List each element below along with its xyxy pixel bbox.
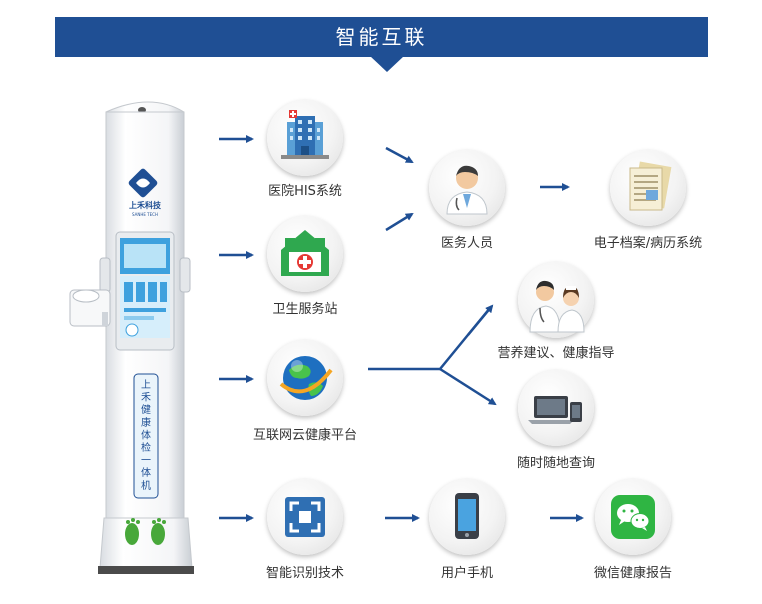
label-query: 随时随地查询 [516,456,595,471]
node-mobile [429,479,505,555]
node-cloud [267,340,343,416]
label-cloud: 互联网云健康平台 [252,428,357,443]
node-wechat [595,479,671,555]
doctor-icon [446,165,488,215]
machine-vertical-char: 体 [141,467,151,479]
machine-vertical-char: 禾 [141,392,151,404]
label-wechat: 微信健康报告 [593,566,672,581]
machine-vertical-char: 体 [141,429,151,441]
label-mobile: 用户手机 [440,566,493,581]
label-health-station: 卫生服务站 [272,302,338,317]
banner-notch [370,56,404,72]
footprint-icon [125,518,166,545]
smartphone-icon [455,493,479,539]
label-his: 医院HIS系统 [268,184,342,199]
banner-title: 智能互联 [335,25,428,49]
machine-vertical-char: 一 [141,456,151,467]
cloud-branch-line [368,307,491,371]
node-medical-staff [429,150,505,226]
machine-vertical-char: 上 [141,379,151,391]
machine-vertical-char: 检 [141,441,151,454]
arrow-his-to-staff [385,146,414,164]
label-nutrition: 营养建议、健康指导 [497,346,615,361]
label-medical-staff: 医务人员 [440,236,493,251]
hospital-building-icon [281,110,329,159]
brand-subtitle: SANHE TECH [132,212,158,217]
node-nutrition [518,262,594,338]
machine-vertical-char: 健 [141,404,151,416]
arrow-cloud-to-nutrition [467,304,494,336]
label-recognition: 智能识别技术 [265,566,344,581]
globe-icon [279,356,333,400]
documents-icon [629,161,672,211]
brand-name: 上禾科技 [129,200,162,210]
machine-vertical-char: 康 [141,416,151,429]
node-health-station [267,216,343,292]
laptop-phone-icon [528,396,582,424]
node-records [610,150,686,226]
node-recognition [267,479,343,555]
health-station-icon [281,230,329,276]
doctor-nurse-icon [529,280,585,333]
scan-frame-icon [285,497,325,537]
wechat-icon [611,495,655,539]
node-query [518,370,594,446]
cloud-branch-line-lower [439,367,497,406]
title-banner: 智能互联 [55,17,708,57]
brand-logo [128,168,158,198]
arrow-station-to-staff [385,212,414,232]
machine-vertical-char: 机 [141,479,151,492]
node-his [267,100,343,176]
label-records: 电子档案/病历系统 [593,236,703,251]
